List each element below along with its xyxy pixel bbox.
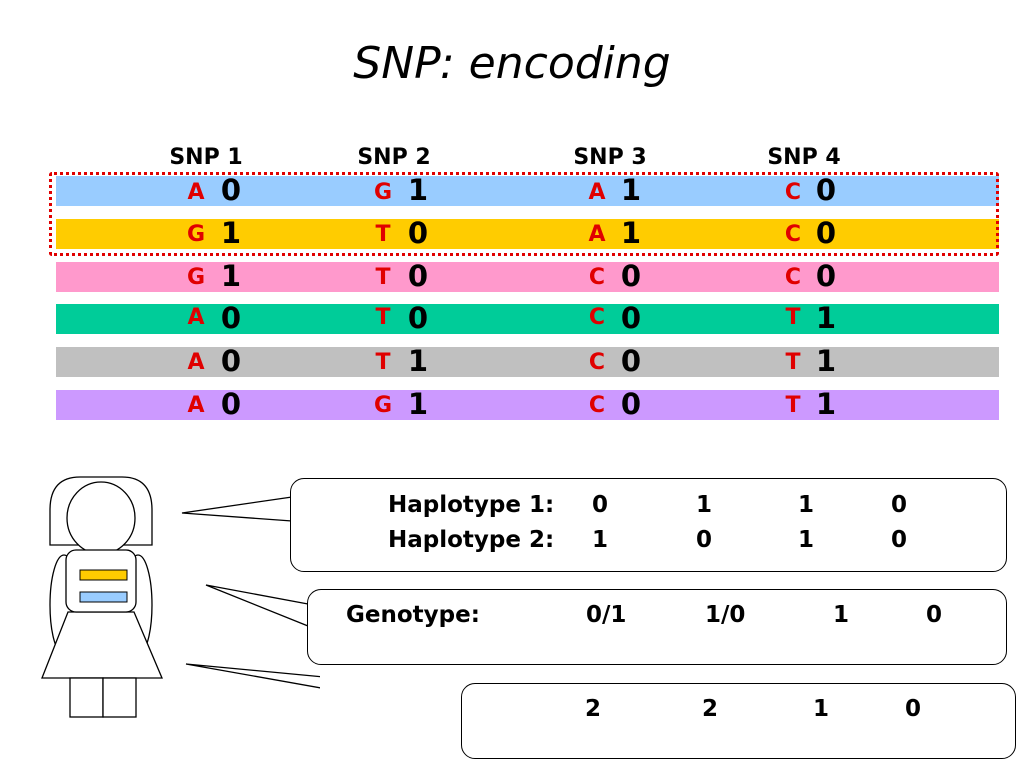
nucleotide-letter: C — [784, 265, 802, 290]
binary-code: 1 — [407, 387, 429, 421]
genotype-value: 0 — [926, 602, 943, 628]
nucleotide-letter: G — [373, 180, 393, 205]
haplotype-2-value: 0 — [891, 527, 908, 553]
nucleotide-letter: G — [373, 393, 393, 418]
nucleotide-letter: A — [187, 305, 205, 330]
genotype-callout — [307, 589, 1007, 665]
haplotype-1-value: 1 — [696, 492, 713, 518]
haplotype-1-value: 0 — [592, 492, 609, 518]
genotype-value: 1 — [833, 602, 850, 628]
binary-code: 0 — [620, 259, 642, 293]
nucleotide-letter: C — [588, 265, 606, 290]
binary-code: 0 — [220, 344, 242, 378]
binary-code: 0 — [620, 387, 642, 421]
nucleotide-letter: T — [375, 350, 391, 375]
count-value: 2 — [702, 696, 719, 722]
nucleotide-letter: A — [187, 180, 205, 205]
person-leg-left — [69, 677, 104, 718]
count-value: 1 — [813, 696, 830, 722]
haplotype-1-label: Haplotype 1: — [388, 492, 555, 518]
binary-code: 0 — [220, 387, 242, 421]
haplotype-1-value: 1 — [798, 492, 815, 518]
person-figure — [41, 476, 320, 718]
binary-code: 0 — [407, 259, 429, 293]
nucleotide-letter: C — [784, 222, 802, 247]
sequence-row — [56, 262, 999, 292]
binary-code: 0 — [620, 344, 642, 378]
nucleotide-letter: A — [588, 180, 606, 205]
binary-code: 0 — [407, 216, 429, 250]
genotype-value: 1/0 — [705, 602, 746, 628]
binary-code: 1 — [220, 216, 242, 250]
binary-code: 1 — [407, 173, 429, 207]
slide-title: SNP: encoding — [353, 38, 671, 89]
chromosome-chip-2 — [79, 591, 128, 603]
haplotype-highlight-box — [49, 172, 999, 256]
haplotype-2-label: Haplotype 2: — [388, 527, 555, 553]
binary-code: 1 — [815, 387, 837, 421]
person-leg-right — [102, 677, 137, 718]
nucleotide-letter: C — [588, 350, 606, 375]
sequence-row — [56, 176, 999, 206]
nucleotide-letter: G — [186, 222, 206, 247]
binary-code: 0 — [815, 216, 837, 250]
nucleotide-letter: T — [785, 350, 801, 375]
sequence-row — [56, 304, 999, 334]
snp-header-3: SNP 3 — [573, 145, 647, 170]
callout-pointer-2 — [205, 584, 309, 627]
haplotype-2-value: 1 — [592, 527, 609, 553]
binary-code: 1 — [220, 259, 242, 293]
chromosome-chip-1 — [79, 569, 128, 581]
binary-code: 1 — [620, 173, 642, 207]
binary-code: 0 — [220, 173, 242, 207]
nucleotide-letter: C — [588, 305, 606, 330]
haplotype-2-value: 0 — [696, 527, 713, 553]
nucleotide-letter: G — [186, 265, 206, 290]
haplotype-1-value: 0 — [891, 492, 908, 518]
sequence-row — [56, 347, 999, 377]
nucleotide-letter: T — [375, 222, 391, 247]
nucleotide-letter: T — [785, 305, 801, 330]
binary-code: 0 — [815, 173, 837, 207]
binary-code: 1 — [620, 216, 642, 250]
person-face — [66, 481, 136, 555]
haplotype-callout — [290, 478, 1007, 572]
binary-code: 1 — [815, 301, 837, 335]
callout-pointer-3 — [185, 663, 320, 689]
snp-header-1: SNP 1 — [169, 145, 243, 170]
binary-code: 0 — [620, 301, 642, 335]
nucleotide-letter: A — [588, 222, 606, 247]
nucleotide-letter: T — [785, 393, 801, 418]
binary-code: 0 — [815, 259, 837, 293]
binary-code: 1 — [407, 344, 429, 378]
snp-header-4: SNP 4 — [767, 145, 841, 170]
count-callout — [461, 683, 1016, 759]
genotype-value: 0/1 — [586, 602, 627, 628]
haplotype-2-value: 1 — [798, 527, 815, 553]
binary-code: 0 — [407, 301, 429, 335]
sequence-row — [56, 390, 999, 420]
nucleotide-letter: T — [375, 305, 391, 330]
person-torso — [65, 549, 137, 613]
nucleotide-letter: C — [784, 180, 802, 205]
snp-header-2: SNP 2 — [357, 145, 431, 170]
genotype-label: Genotype: — [346, 602, 480, 628]
count-value: 2 — [585, 696, 602, 722]
nucleotide-letter: A — [187, 393, 205, 418]
nucleotide-letter: T — [375, 265, 391, 290]
binary-code: 0 — [220, 301, 242, 335]
callout-pointer-1 — [181, 496, 293, 522]
sequence-row — [56, 219, 999, 249]
nucleotide-letter: C — [588, 393, 606, 418]
nucleotide-letter: A — [187, 350, 205, 375]
count-value: 0 — [905, 696, 922, 722]
binary-code: 1 — [815, 344, 837, 378]
